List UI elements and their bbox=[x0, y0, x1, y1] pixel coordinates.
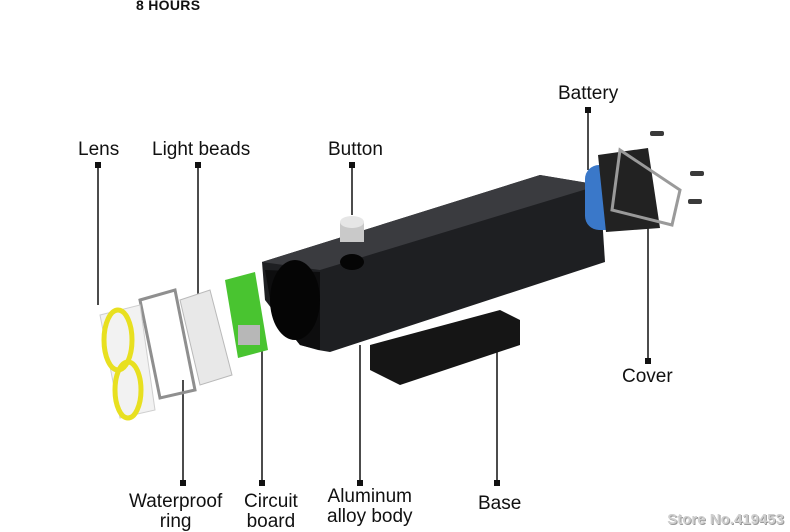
label-battery: Battery bbox=[558, 83, 619, 104]
label-aluminum-body-line1: Aluminum bbox=[327, 486, 413, 507]
label-waterproof-ring-line2: ring bbox=[159, 511, 192, 532]
leader-lines bbox=[97, 110, 649, 483]
label-aluminum-body: Aluminum alloy body bbox=[327, 487, 413, 527]
label-base: Base bbox=[478, 493, 522, 514]
label-light-beads: Light beads bbox=[152, 139, 251, 160]
label-lens: Lens bbox=[78, 139, 120, 160]
light-beads-panel bbox=[179, 289, 233, 386]
circuit-board bbox=[225, 272, 268, 358]
top-caption: 8 HOURS bbox=[136, 0, 201, 13]
store-watermark: Store No.419453 bbox=[667, 511, 784, 528]
label-aluminum-body-line2: alloy body bbox=[327, 506, 413, 527]
label-waterproof-ring: Waterproof ring bbox=[129, 492, 222, 532]
label-button: Button bbox=[328, 139, 383, 160]
label-circuit-board: Circuit board bbox=[244, 492, 298, 532]
label-waterproof-ring-line1: Waterproof bbox=[129, 491, 223, 512]
aluminum-body bbox=[262, 175, 605, 352]
label-circuit-board-line1: Circuit bbox=[244, 491, 298, 512]
label-cover: Cover bbox=[622, 366, 673, 387]
label-circuit-board-line2: board bbox=[246, 511, 296, 532]
waterproof-ring bbox=[138, 288, 197, 400]
base-plate bbox=[370, 310, 520, 385]
